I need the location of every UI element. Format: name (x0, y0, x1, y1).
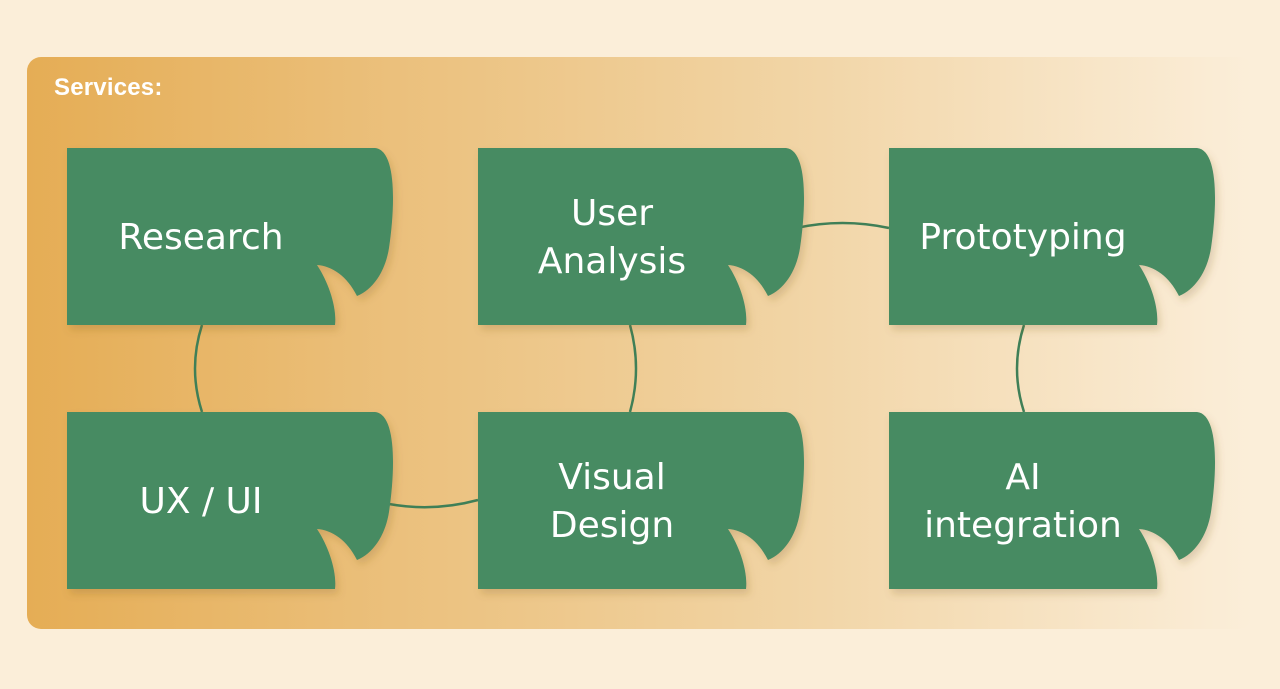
node-research: Research (67, 148, 394, 325)
node-label-visual-design-1: Design (550, 505, 674, 546)
node-prototyping: Prototyping (889, 148, 1216, 325)
panel-title: Services: (54, 74, 163, 101)
connector-ux-ui-visual-design (388, 498, 479, 509)
connector-prototyping-ai-integration (1015, 324, 1026, 413)
node-shape-ai-integration (889, 412, 1216, 589)
connector-research-ux-ui (193, 324, 204, 413)
node-label-prototyping-0: Prototyping (919, 217, 1126, 258)
node-label-ai-integration-0: AI (1005, 457, 1040, 498)
connector-visual-design-user-analysis (628, 324, 638, 413)
node-shape-prototyping (889, 148, 1216, 325)
node-label-ai-integration-1: integration (924, 505, 1122, 546)
connector-layer (193, 221, 1026, 509)
node-shape-user-analysis (478, 148, 805, 325)
node-label-ux-ui-0: UX / UI (140, 481, 263, 522)
node-label-user-analysis-1: Analysis (538, 241, 686, 282)
node-ux-ui: UX / UI (67, 412, 394, 589)
node-shape-visual-design (478, 412, 805, 589)
node-shape-research (67, 148, 394, 325)
connector-user-analysis-prototyping (795, 221, 890, 230)
node-label-user-analysis-0: User (571, 193, 653, 234)
node-ai-integration: AI integration (889, 412, 1216, 589)
node-shape-ux-ui (67, 412, 394, 589)
node-label-research-0: Research (118, 217, 283, 258)
node-label-visual-design-0: Visual (558, 457, 665, 498)
